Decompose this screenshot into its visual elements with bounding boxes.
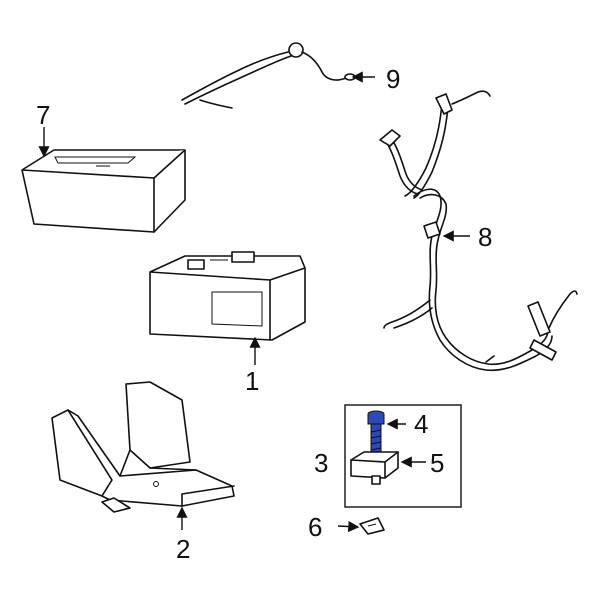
- callout-9: 9: [386, 64, 401, 94]
- battery-cable-harness-part-8[interactable]: [379, 90, 578, 372]
- callout-2: 2: [176, 534, 191, 564]
- callout-1: 1: [245, 366, 260, 396]
- bolt-part-4[interactable]: [367, 410, 406, 455]
- battery-part-1[interactable]: [149, 251, 306, 365]
- hold-down-detail-box: [344, 404, 462, 508]
- battery-cable-part-9[interactable]: [181, 42, 375, 109]
- callout-4: 4: [414, 409, 429, 439]
- callout-5: 5: [430, 448, 445, 478]
- callout-6: 6: [308, 512, 323, 542]
- bracket-part-6[interactable]: [337, 517, 385, 535]
- hold-down-clamp-part-5[interactable]: [350, 451, 426, 485]
- battery-cover-part-7[interactable]: [21, 127, 186, 233]
- callout-3: 3: [314, 448, 329, 478]
- callout-7: 7: [36, 100, 51, 130]
- battery-tray-part-2[interactable]: [51, 381, 235, 530]
- callout-8: 8: [478, 222, 493, 252]
